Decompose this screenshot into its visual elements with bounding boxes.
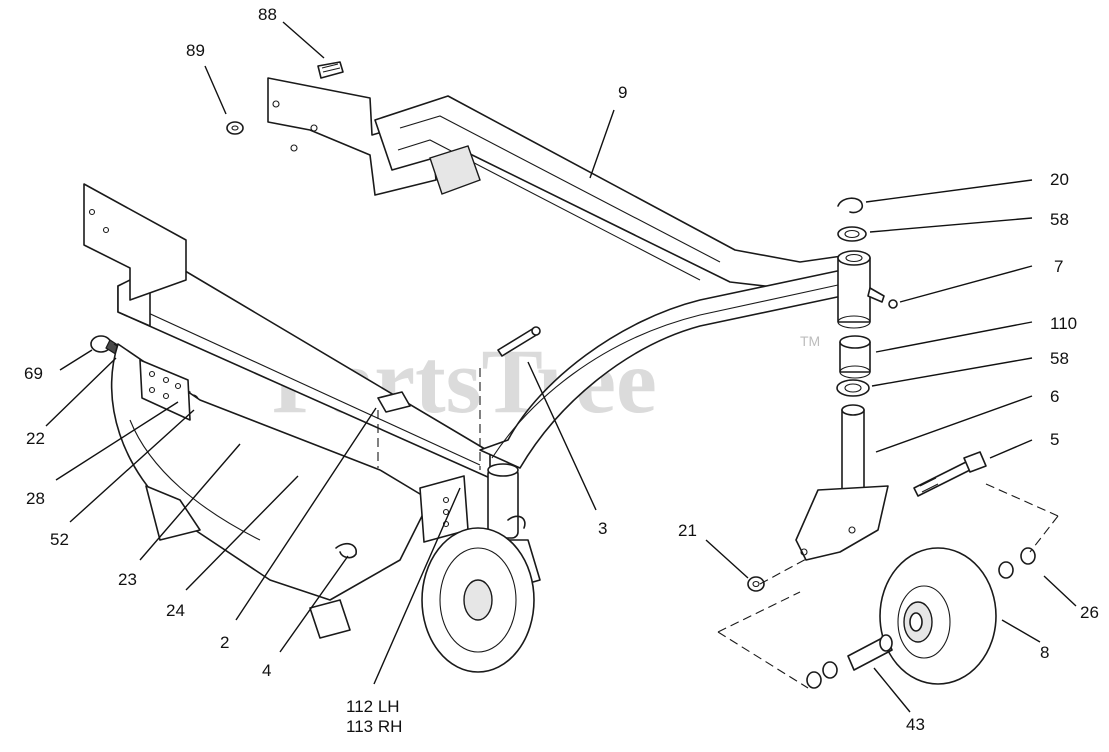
callout-110: 110 <box>1050 314 1077 333</box>
callout-6: 6 <box>1050 387 1059 406</box>
wheel-8 <box>879 547 997 685</box>
callout-58-upper: 58 <box>1050 210 1069 229</box>
watermark-trademark: TM <box>800 333 820 349</box>
height-adjust-assembly <box>90 335 469 639</box>
callout-28: 28 <box>26 489 45 508</box>
callout-7: 7 <box>1054 257 1063 276</box>
main-frame <box>83 95 843 479</box>
callout-43: 43 <box>906 715 925 734</box>
nut-89 <box>226 121 244 135</box>
callout-113-rh: 113 RH <box>346 717 402 736</box>
washer-58-upper <box>837 226 867 242</box>
callout-112-lh: 112 LH <box>346 697 400 716</box>
caster-fork-6 <box>795 404 889 561</box>
callout-22: 22 <box>26 429 45 448</box>
callout-58-lower: 58 <box>1050 349 1069 368</box>
callout-3: 3 <box>598 519 607 538</box>
callout-20: 20 <box>1050 170 1069 189</box>
callout-26: 26 <box>1080 603 1099 622</box>
washer-58-lower <box>836 379 870 397</box>
callout-4: 4 <box>262 661 271 680</box>
caster-pivot-tube <box>837 250 871 329</box>
front-caster-assembled <box>421 463 541 673</box>
callout-9: 9 <box>618 83 627 102</box>
bolt-5 <box>913 451 987 497</box>
callout-88: 88 <box>258 5 277 24</box>
grease-fitting-7 <box>867 287 898 309</box>
callout-24: 24 <box>166 601 185 620</box>
bushing-110 <box>839 335 871 379</box>
alignment-lines <box>377 368 1059 689</box>
washers-26 <box>998 547 1036 579</box>
callout-69: 69 <box>24 364 43 383</box>
bolt-88 <box>317 61 344 79</box>
callout-89: 89 <box>186 41 205 60</box>
callout-23: 23 <box>118 570 137 589</box>
callout-21: 21 <box>678 521 697 540</box>
callout-2: 2 <box>220 633 229 652</box>
e-clip-20 <box>837 197 864 214</box>
spacer-43 <box>806 634 893 689</box>
nut-21 <box>747 576 765 592</box>
callout-52: 52 <box>50 530 69 549</box>
callouts: 88 89 9 20 58 7 110 58 6 5 69 22 28 52 2… <box>24 5 1099 736</box>
callout-5: 5 <box>1050 430 1059 449</box>
leader-lines <box>45 21 1077 713</box>
callout-8: 8 <box>1040 643 1049 662</box>
rod-3 <box>497 326 541 357</box>
